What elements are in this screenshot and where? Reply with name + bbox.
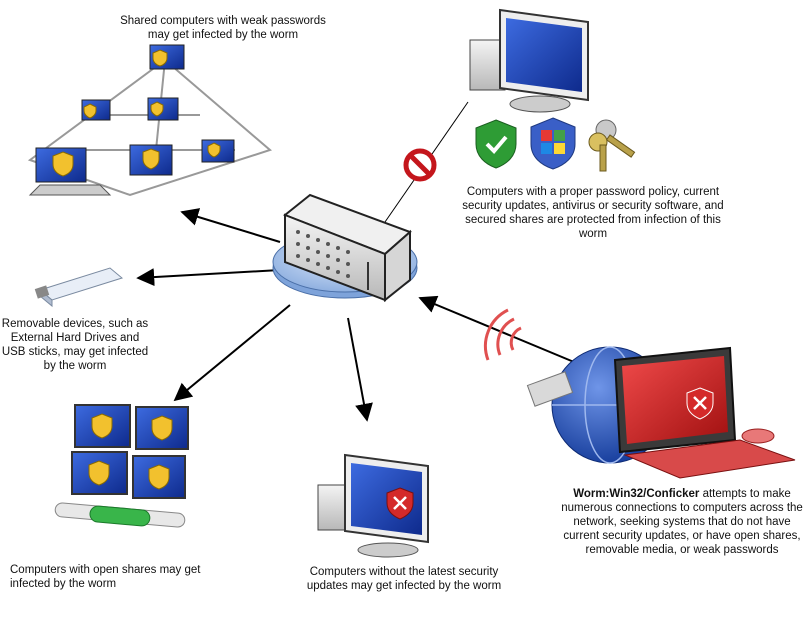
- worm-infected-laptop: [483, 308, 796, 479]
- caption-worm: Worm:Win32/Conficker attempts to make nu…: [560, 487, 804, 557]
- green-shield-check-icon: [475, 119, 517, 169]
- windows-security-shield-icon: [530, 117, 576, 170]
- shared-computers-network: [27, 44, 273, 197]
- no-entry-icon: [403, 148, 437, 182]
- yellow-warning-shield-icon: [52, 49, 221, 177]
- red-x-shield-icon: [386, 487, 414, 520]
- worm-name: Worm:Win32/Conficker: [573, 488, 700, 500]
- arrow-from-worm: [418, 295, 599, 373]
- worm-description: attempts to make numerous connections to…: [561, 488, 803, 556]
- arrow-to-unpatched: [347, 317, 373, 422]
- usb-stick-icon: [34, 267, 124, 308]
- server-icon: [272, 193, 418, 303]
- open-shares-computers: [54, 404, 189, 528]
- arrow-to-open-shares: [173, 304, 291, 402]
- caption-protected-computers: Computers with a proper password policy,…: [462, 186, 724, 240]
- caption-unpatched-computers: Computers without the latest security up…: [306, 566, 502, 592]
- caption-open-shares: Computers with open shares may get infec…: [10, 564, 201, 590]
- arrow-to-removable: [136, 268, 281, 287]
- keys-icon: [588, 119, 636, 172]
- red-x-shield-icon: [686, 387, 714, 420]
- arrow-to-shared: [180, 208, 281, 243]
- caption-removable-devices: Removable devices, such as External Hard…: [1, 318, 149, 372]
- caption-shared-computers: Shared computers with weak passwords may…: [120, 15, 326, 41]
- protected-computer: [469, 8, 589, 113]
